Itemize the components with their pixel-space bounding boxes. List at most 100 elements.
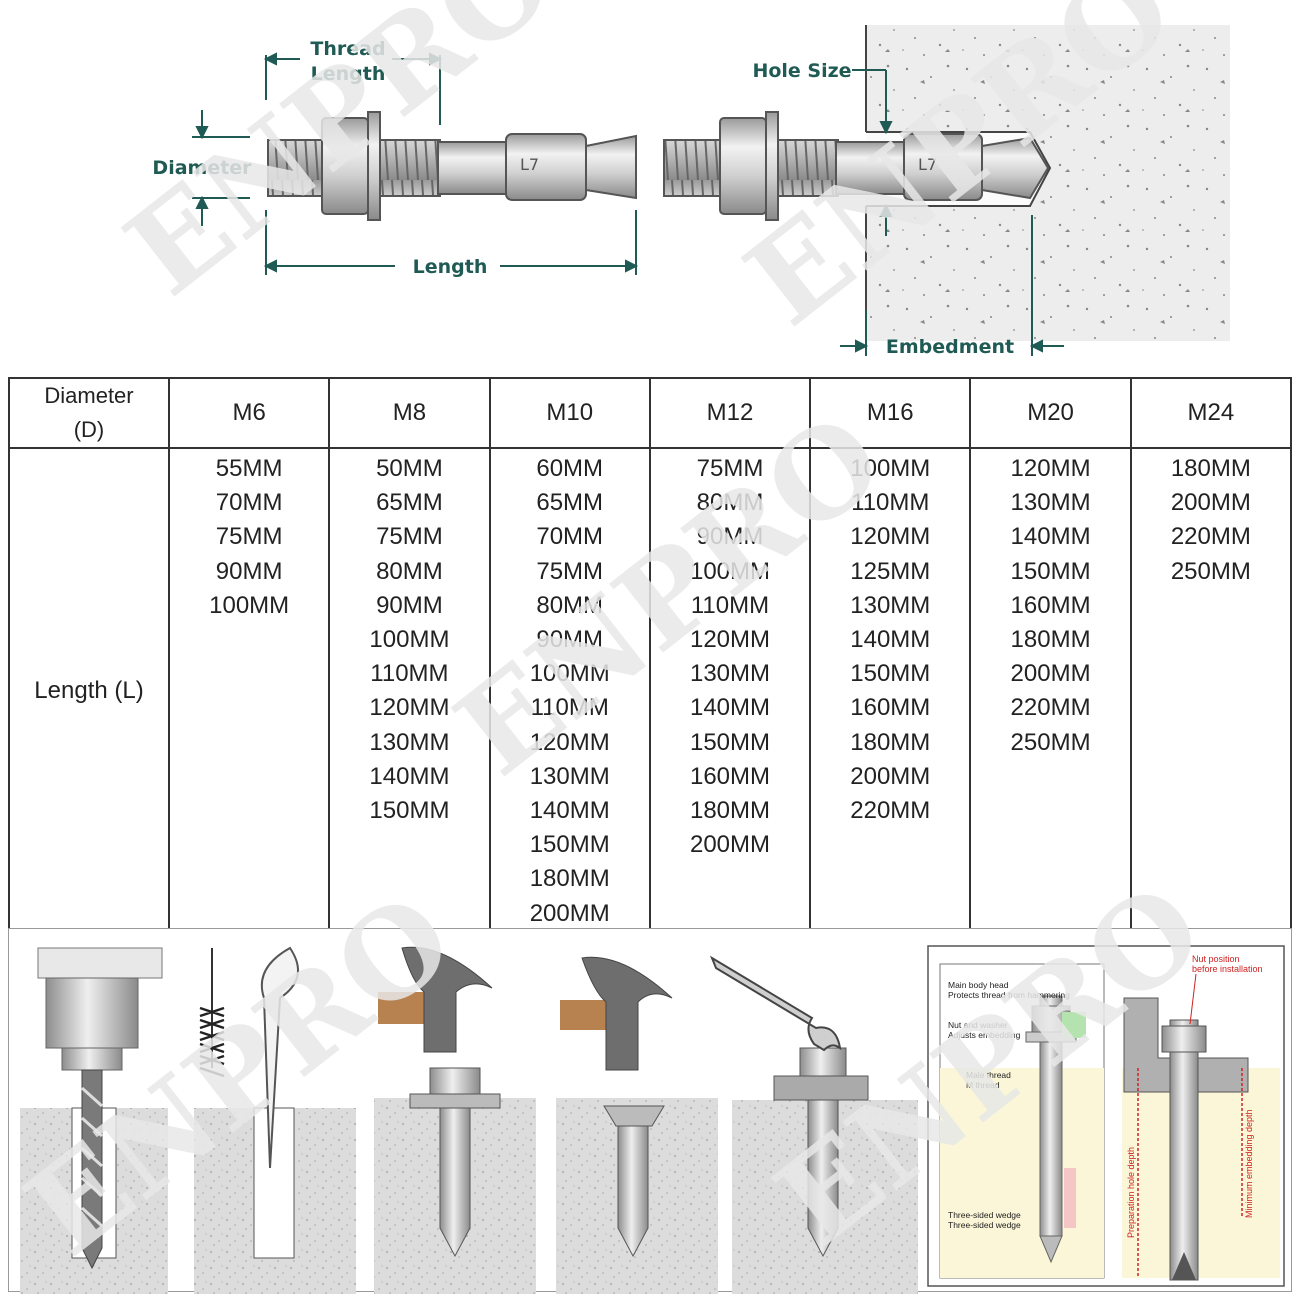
length-value: 75MM: [215, 523, 283, 551]
length-value: 110MM: [530, 694, 609, 722]
nut-washer-sub: Adjusts embedding: [948, 1030, 1021, 1040]
length-value: 140MM: [689, 694, 770, 722]
length-value: 90MM: [376, 591, 443, 619]
lengths-m16: 100MM 110MM 120MM 125MM 130MM 140MM 150MM 160MM…: [809, 447, 972, 933]
diameter-m8: M8: [328, 377, 491, 449]
length-value: 150MM: [369, 797, 450, 825]
length-value: 160MM: [689, 762, 770, 790]
nut-position-sub: before installation: [1192, 964, 1263, 974]
prep-hole-depth-label: Preparation hole depth: [1126, 1147, 1136, 1238]
length-value: 110MM: [690, 591, 770, 619]
diameter-m24: M24: [1129, 377, 1293, 449]
length-value: 120MM: [529, 728, 610, 756]
thread-length-label-2: Length: [311, 63, 386, 85]
length-value: 55MM: [215, 455, 283, 482]
length-value: 150MM: [529, 831, 610, 859]
length-value: 130MM: [1010, 489, 1091, 517]
anchor-bolt-left: L7: [267, 111, 637, 221]
length-value: 90MM: [696, 523, 764, 551]
labelled-cross-section: Main body head Protects thread from hamm…: [927, 945, 1285, 1287]
length-value: 100MM: [529, 660, 610, 688]
length-value: 200MM: [1010, 660, 1091, 688]
length-value: 200MM: [1170, 489, 1251, 517]
length-value: 150MM: [689, 728, 770, 756]
diameter-m20: M20: [969, 377, 1132, 449]
length-value: 150MM: [850, 660, 931, 688]
length-value: 100MM: [209, 591, 290, 619]
length-value: 200MM: [529, 899, 610, 927]
anchor-bolt-right: L7: [663, 111, 1050, 221]
length-value: 125MM: [850, 557, 931, 585]
length-value: 160MM: [850, 694, 931, 722]
diameter-m12: M12: [648, 377, 812, 449]
diameter-header-line2: (D): [73, 417, 105, 442]
length-value: 140MM: [1010, 523, 1091, 551]
length-value: 80MM: [536, 591, 604, 619]
wedge-sub: Three-sided wedge: [948, 1220, 1021, 1230]
length-value: 180MM: [1010, 626, 1091, 654]
length-value: 100MM: [689, 557, 770, 585]
length-value: 140MM: [850, 626, 931, 654]
length-value: 200MM: [850, 762, 931, 790]
dimension-lines-right: [840, 69, 1064, 356]
main-body-head-sub: Protects thread from hammering: [948, 990, 1070, 1000]
diameter-m16: M16: [809, 377, 972, 449]
length-value: 130MM: [369, 728, 450, 756]
diameter-m10: M10: [488, 377, 651, 449]
diameter-header-label: Diameter (D): [8, 377, 170, 449]
step-hammer-flush: [556, 956, 718, 1294]
length-value: 70MM: [536, 523, 604, 551]
nut-position-label: Nut position: [1192, 954, 1240, 964]
installation-steps: Main body head Protects thread from hamm…: [20, 938, 1285, 1294]
dimension-lines-left: [192, 52, 639, 275]
diameter-header-line1: Diameter: [44, 383, 134, 408]
diameter-label: Diameter: [152, 157, 252, 179]
length-value: 130MM: [529, 762, 610, 790]
step-clean: [194, 946, 356, 1294]
length-value: 160MM: [1010, 591, 1091, 619]
length-value: 220MM: [1170, 523, 1251, 551]
diameter-m6: M6: [167, 377, 331, 449]
min-embed-depth-label: Minimum embedding depth: [1244, 1109, 1254, 1218]
length-value: 80MM: [376, 557, 443, 585]
length-value: 200MM: [689, 831, 770, 859]
length-row-label: Length (L): [8, 447, 170, 933]
length-value: 130MM: [850, 591, 931, 619]
length-value: 120MM: [369, 694, 450, 722]
length-value: 75MM: [696, 455, 764, 482]
length-value: 140MM: [529, 797, 610, 825]
length-value: 100MM: [850, 455, 931, 482]
length-value: 220MM: [1010, 694, 1091, 722]
length-value: 60MM: [536, 455, 604, 482]
length-value: 75MM: [536, 557, 604, 585]
length-value: 70MM: [215, 489, 283, 517]
anchor-dimension-diagram: L7 Thread Length Diameter Length: [152, 25, 1230, 358]
length-value: 110MM: [851, 489, 930, 517]
length-value: 120MM: [850, 523, 931, 551]
length-value: 250MM: [1010, 728, 1091, 756]
length-value: 180MM: [529, 865, 610, 893]
length-value: 100MM: [369, 626, 450, 654]
step-tighten: [709, 955, 918, 1294]
length-value: 110MM: [370, 660, 449, 688]
length-value: 90MM: [536, 626, 604, 654]
lengths-m6: 55MM 70MM 75MM 90MM 100MM: [167, 447, 331, 933]
svg-text:L7: L7: [918, 155, 937, 174]
male-thread-sub: M thread: [966, 1080, 1000, 1090]
length-value: 150MM: [1010, 557, 1091, 585]
step-drill: [20, 938, 168, 1294]
wedge-label: Three-sided wedge: [948, 1210, 1021, 1220]
length-label: Length: [413, 256, 488, 278]
length-value: 220MM: [850, 797, 931, 825]
nut-washer-label: Nut and washer: [948, 1020, 1008, 1030]
length-value: 120MM: [1010, 455, 1091, 482]
length-value: 140MM: [369, 762, 450, 790]
length-value: 50MM: [376, 455, 443, 482]
step-hammer-insert: [374, 946, 536, 1294]
lengths-m20: 120MM 130MM 140MM 150MM 160MM 180MM 200MM 220MM…: [969, 447, 1132, 933]
length-value: 90MM: [215, 557, 283, 585]
